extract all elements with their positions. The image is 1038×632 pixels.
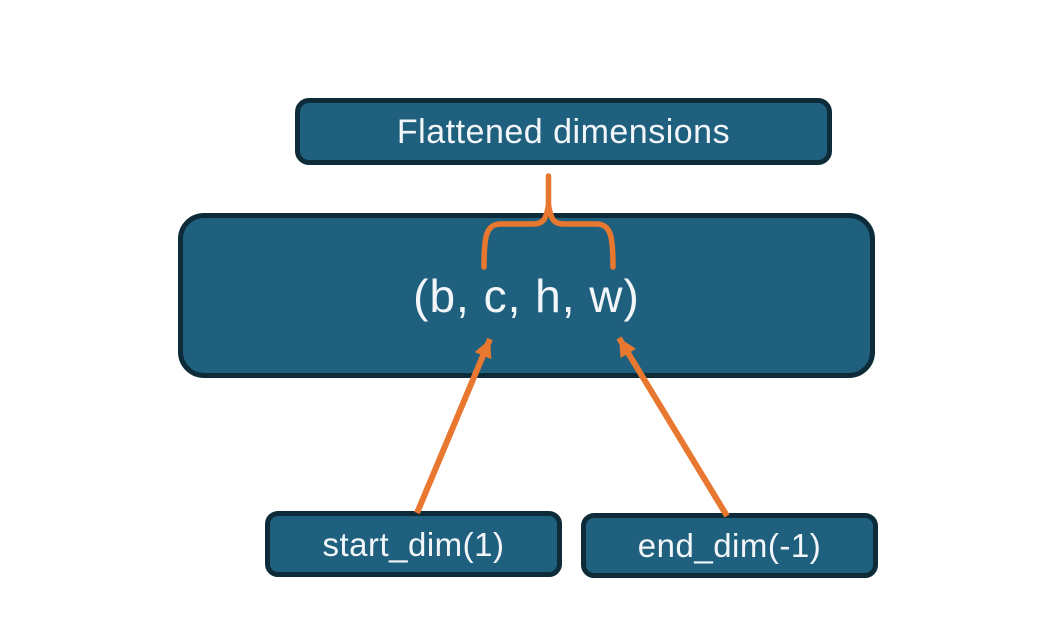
flattened-dimensions-label: Flattened dimensions: [396, 112, 731, 151]
start-dim-label: start_dim(1): [322, 525, 505, 563]
tensor-shape-label: (b, c, h, w): [413, 269, 640, 322]
node-end-dim: end_dim(-1): [581, 513, 878, 578]
node-tensor-shape: (b, c, h, w): [178, 213, 875, 378]
end-dim-label: end_dim(-1): [637, 527, 822, 564]
node-flattened-dimensions: Flattened dimensions: [295, 98, 832, 165]
node-start-dim: start_dim(1): [265, 511, 562, 577]
